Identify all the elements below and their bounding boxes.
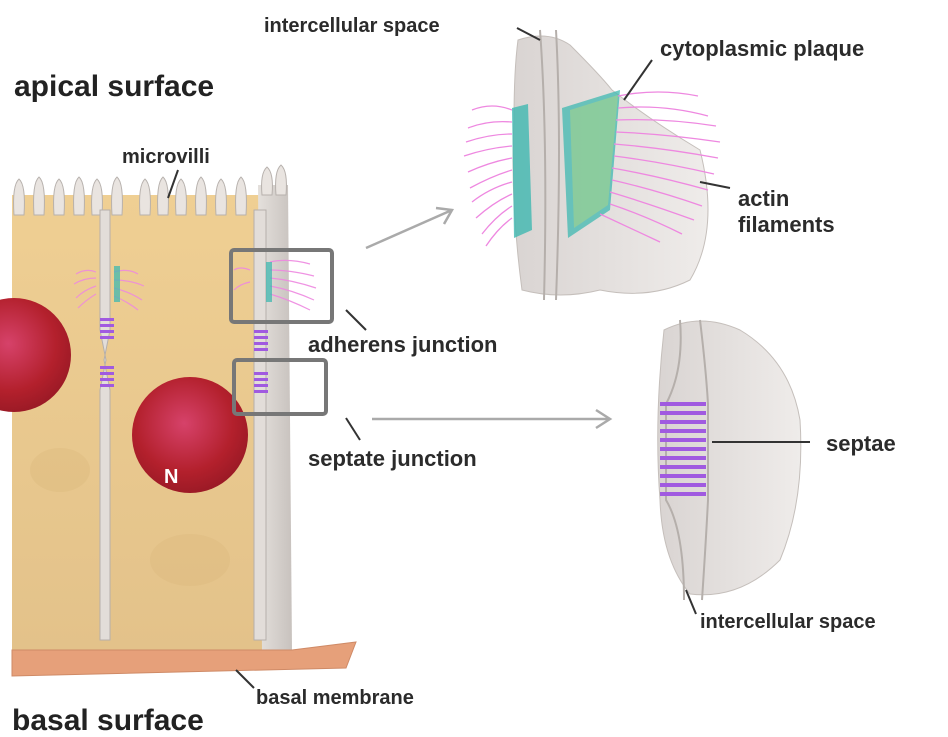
intercellular-space-bottom-label: intercellular space	[700, 612, 876, 632]
cytoplasmic-plaque-label: cytoplasmic plaque	[660, 38, 864, 60]
leader-basal-membrane	[236, 670, 254, 688]
cell-boundary-2	[254, 210, 266, 640]
adherens-plaque-right	[266, 262, 272, 302]
nucleus-right	[132, 377, 248, 493]
microvilli-label: microvilli	[122, 147, 210, 167]
adherens-junction-label: adherens junction	[308, 334, 497, 356]
actin-filaments-label-line1: actin	[738, 188, 789, 210]
adherens-detail	[464, 30, 720, 300]
apical-surface-label: apical surface	[14, 72, 214, 102]
actin-filaments-left	[464, 106, 512, 246]
leader-septate-junction	[346, 418, 360, 440]
septate-junction-label: septate junction	[308, 448, 477, 470]
leader-cytoplasmic-plaque	[624, 60, 652, 100]
microvilli	[14, 165, 287, 215]
arrow-to-adherens-detail	[366, 210, 452, 248]
leader-adherens-junction	[346, 310, 366, 330]
cell-boundary-1	[100, 210, 110, 640]
intercellular-space-top-label: intercellular space	[264, 16, 440, 36]
adherens-plaque-left	[114, 266, 120, 302]
septae-label: septae	[826, 433, 896, 455]
actin-filaments-label-line2: filaments	[738, 214, 835, 236]
nucleus-label: N	[164, 467, 178, 487]
epithelial-tissue	[0, 165, 356, 676]
basal-surface-label: basal surface	[12, 706, 204, 736]
septate-detail	[658, 320, 801, 600]
basal-membrane-label: basal membrane	[256, 688, 414, 708]
